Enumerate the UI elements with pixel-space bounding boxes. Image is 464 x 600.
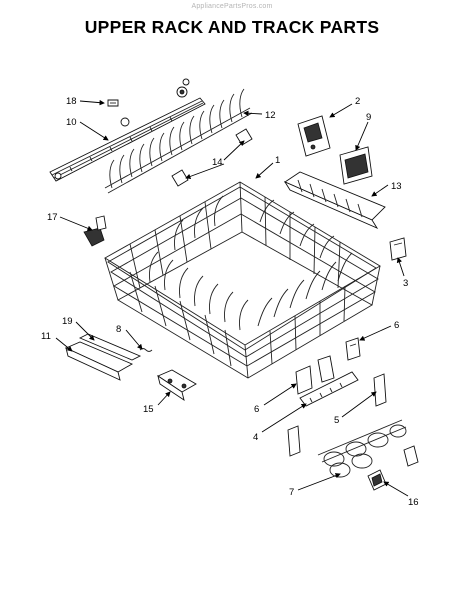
callout-17: 17 bbox=[47, 212, 58, 223]
leader-lines bbox=[55, 99, 409, 497]
wheel-rail-part bbox=[287, 419, 419, 478]
callout-15: 15 bbox=[143, 404, 154, 415]
callout-4: 4 bbox=[253, 432, 258, 443]
small-clip-part bbox=[83, 215, 107, 247]
basket-part bbox=[283, 171, 386, 229]
callout-12: 12 bbox=[265, 110, 276, 121]
track-rail-part bbox=[49, 78, 206, 182]
bracket-part bbox=[297, 115, 331, 157]
callout-16: 16 bbox=[408, 497, 419, 508]
watermark: AppliancePartsPros.com bbox=[191, 3, 273, 10]
stop-clip-part bbox=[367, 469, 387, 491]
callout-6-right: 6 bbox=[394, 320, 399, 331]
callout-7: 7 bbox=[289, 487, 294, 498]
tine-row-part bbox=[104, 88, 253, 194]
adjuster-rail-part bbox=[295, 355, 387, 407]
callout-1: 1 bbox=[275, 155, 280, 166]
diagram-title: UPPER RACK AND TRACK PARTS bbox=[84, 17, 380, 37]
end-cap-part bbox=[345, 337, 361, 361]
clip-part bbox=[171, 128, 253, 187]
stop-part bbox=[389, 237, 407, 261]
callout-13: 13 bbox=[391, 181, 402, 192]
callout-18: 18 bbox=[66, 96, 77, 107]
upper-rack-part bbox=[104, 181, 381, 379]
screw-part bbox=[107, 99, 119, 107]
callout-5: 5 bbox=[334, 415, 339, 426]
callout-labels: 18 10 12 14 1 2 9 13 17 3 19 8 11 6 15 6… bbox=[41, 96, 419, 508]
callout-2: 2 bbox=[355, 96, 360, 107]
adjuster-part bbox=[339, 146, 373, 185]
handle-part bbox=[64, 333, 142, 381]
callout-11: 11 bbox=[41, 331, 51, 342]
callout-8: 8 bbox=[116, 324, 121, 335]
callout-3: 3 bbox=[403, 278, 408, 289]
callout-14: 14 bbox=[212, 157, 223, 168]
callout-9: 9 bbox=[366, 112, 371, 123]
latch-part bbox=[157, 369, 197, 402]
callout-10: 10 bbox=[66, 117, 77, 128]
callout-19: 19 bbox=[62, 316, 73, 327]
callout-6-left: 6 bbox=[254, 404, 259, 415]
